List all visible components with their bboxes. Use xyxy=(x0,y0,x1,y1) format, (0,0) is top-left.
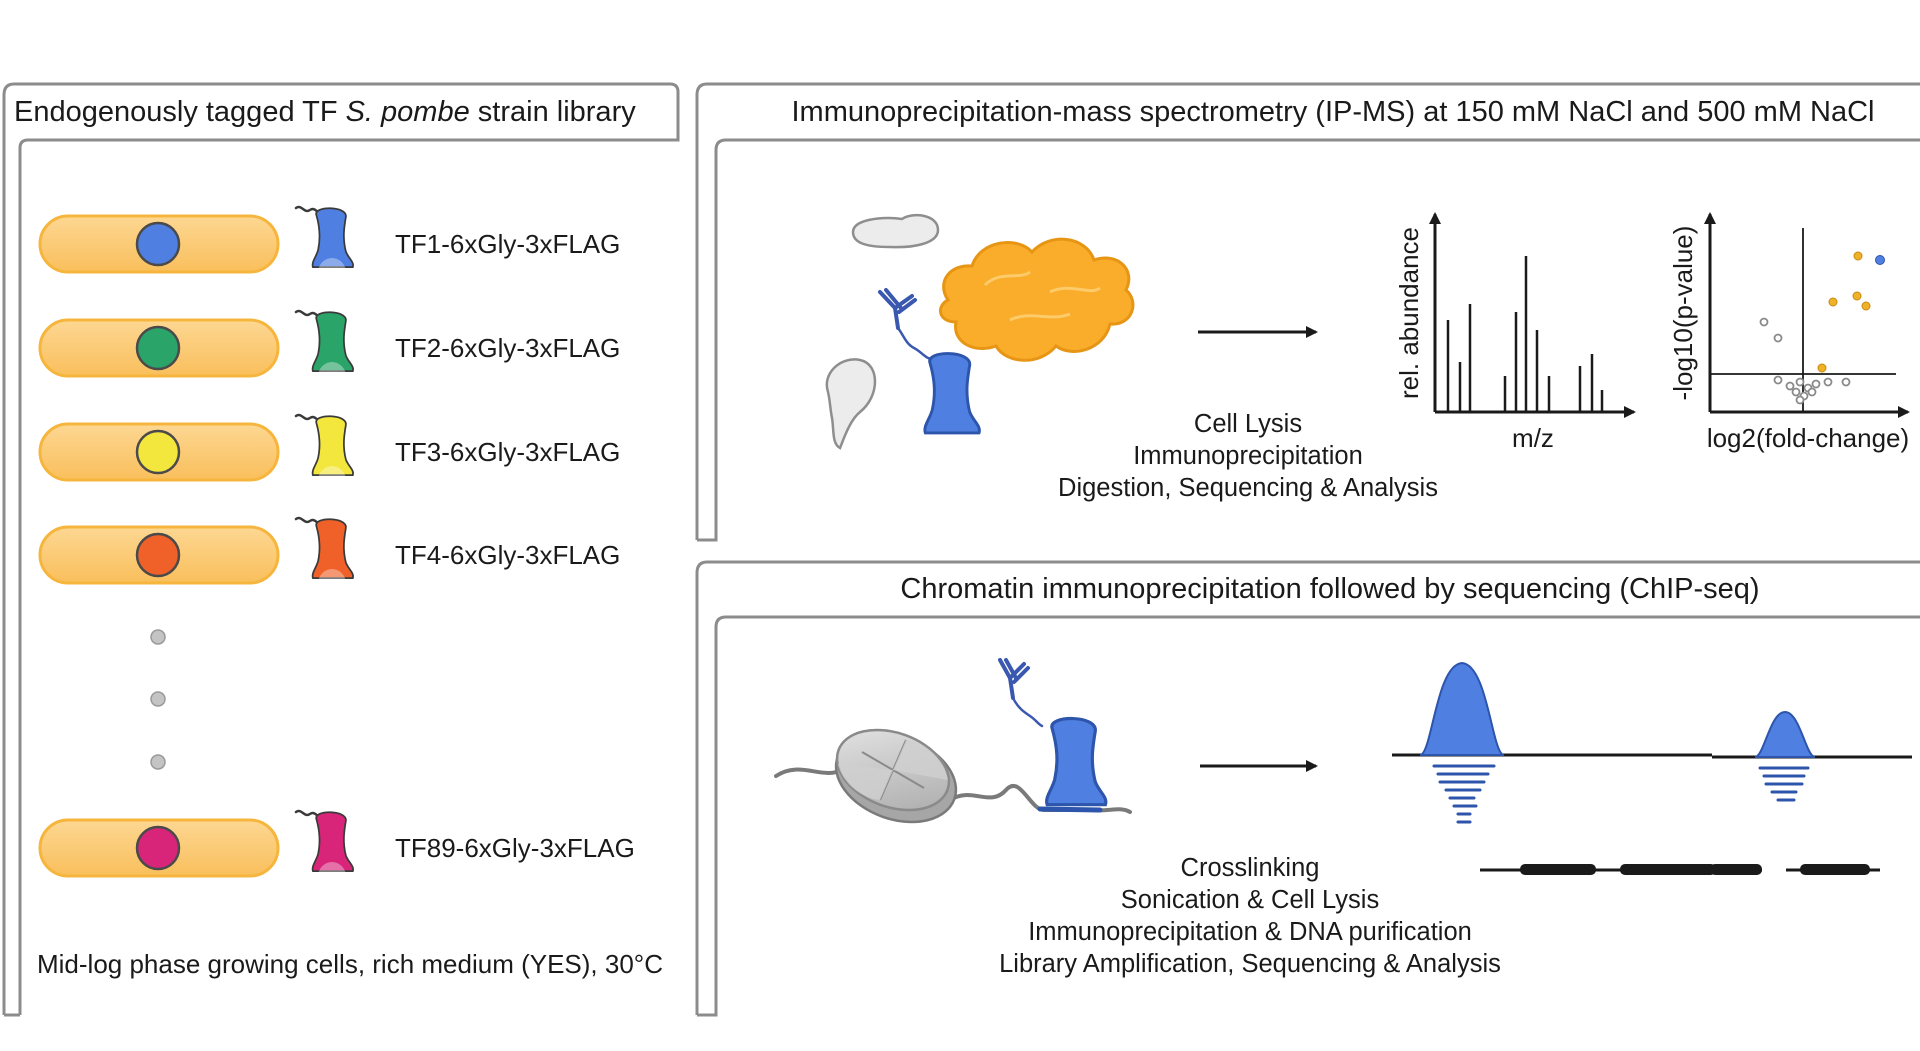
volcano-point xyxy=(1759,317,1769,327)
chip-panel-border xyxy=(695,560,1920,1017)
left-panel-title: Endogenously tagged TF S. pombe strain l… xyxy=(14,96,636,128)
ellipsis-dot xyxy=(150,629,166,645)
volcano-point xyxy=(1795,377,1805,387)
strain-row: TF1-6xGly-3xFLAG xyxy=(38,205,620,274)
cell-debris-icon xyxy=(851,213,940,249)
chip-steps: Crosslinking Sonication & Cell Lysis Imm… xyxy=(999,854,1501,978)
spectrum-y-label: rel. abundance xyxy=(1394,227,1424,399)
ellipsis-dot xyxy=(150,754,166,770)
ellipsis-dots xyxy=(150,629,166,770)
chip-step: Library Amplification, Sequencing & Anal… xyxy=(999,950,1501,978)
tf-protein-icon xyxy=(923,352,981,435)
strain-row: TF2-6xGly-3xFLAG xyxy=(38,309,620,378)
volcano-point xyxy=(1841,377,1851,387)
chip-panel: Chromatin immunoprecipitation followed b… xyxy=(695,560,1920,1017)
ipms-step: Immunoprecipitation xyxy=(1133,442,1363,470)
ellipsis-dot xyxy=(150,691,166,707)
strain-row: TF4-6xGly-3xFLAG xyxy=(38,516,620,585)
chip-peak xyxy=(1419,661,1505,756)
strain-row: TF89-6xGly-3xFLAG xyxy=(38,809,635,878)
volcano-point xyxy=(1773,375,1783,385)
strain-label: TF2-6xGly-3xFLAG xyxy=(395,333,620,363)
gene-annotation-track xyxy=(1480,864,1880,875)
ipms-panel: Immunoprecipitation-mass spectrometry (I… xyxy=(695,82,1920,542)
volcano-point xyxy=(1791,387,1801,397)
volcano-point xyxy=(1773,333,1783,343)
volcano-plot: log2(fold-change) -log10(p-value) xyxy=(1668,212,1910,453)
chip-peak xyxy=(1754,710,1816,758)
species-name: S. pombe xyxy=(346,96,470,128)
volcano-point xyxy=(1795,395,1805,405)
volcano-point-significant xyxy=(1853,251,1863,261)
tf-highlight xyxy=(318,862,346,874)
nucleus-icon xyxy=(135,429,181,475)
tf-highlight xyxy=(318,258,346,270)
left-panel-footer: Mid-log phase growing cells, rich medium… xyxy=(37,949,663,979)
tf-highlight xyxy=(318,569,346,581)
cell-debris-icon xyxy=(825,358,877,450)
tf-highlight xyxy=(318,362,346,374)
volcano-point xyxy=(1807,387,1817,397)
title-text: Endogenously tagged TF xyxy=(14,96,346,128)
gene-block xyxy=(1710,864,1762,875)
volcano-point xyxy=(1811,379,1821,389)
gene-block xyxy=(1800,864,1870,875)
strain-row: TF3-6xGly-3xFLAG xyxy=(38,413,620,482)
strain-list: TF1-6xGly-3xFLAG TF2-6xGly-3xFLAG TF3-6xGl… xyxy=(38,205,635,878)
volcano-point-significant xyxy=(1817,363,1827,373)
mass-spectrum-plot: m/z rel. abundance xyxy=(1394,212,1636,453)
volcano-point xyxy=(1823,377,1833,387)
chip-step: Crosslinking xyxy=(1181,854,1320,882)
tf-protein-icon xyxy=(1044,716,1108,807)
tf-highlight xyxy=(318,466,346,478)
ipms-panel-title: Immunoprecipitation-mass spectrometry (I… xyxy=(792,96,1875,128)
ipms-step: Digestion, Sequencing & Analysis xyxy=(1058,474,1438,502)
protein-complex-icon xyxy=(939,237,1135,362)
gene-block xyxy=(1520,864,1596,875)
gene-block xyxy=(1620,864,1716,875)
nucleus-icon xyxy=(135,825,181,871)
volcano-point-significant xyxy=(1852,291,1862,301)
strain-label: TF3-6xGly-3xFLAG xyxy=(395,437,620,467)
sequencing-reads xyxy=(1432,764,1810,824)
left-panel: Endogenously tagged TF S. pombe strain l… xyxy=(2,82,680,1017)
strain-label: TF89-6xGly-3xFLAG xyxy=(395,833,635,863)
antibody-icon xyxy=(878,288,936,362)
ipms-steps: Cell Lysis Immunoprecipitation Digestion… xyxy=(1058,410,1438,502)
volcano-x-label: log2(fold-change) xyxy=(1707,423,1909,453)
ipms-panel-border xyxy=(695,82,1920,542)
volcano-point-significant xyxy=(1861,301,1871,311)
volcano-y-label: -log10(p-value) xyxy=(1668,226,1698,401)
chip-step: Immunoprecipitation & DNA purification xyxy=(1028,918,1472,946)
chip-peak-track xyxy=(1392,661,1912,824)
strain-label: TF4-6xGly-3xFLAG xyxy=(395,540,620,570)
left-panel-border xyxy=(2,82,680,1015)
volcano-point-bait xyxy=(1875,255,1885,265)
nucleus-icon xyxy=(135,221,181,267)
chip-step: Sonication & Cell Lysis xyxy=(1121,886,1379,914)
title-text: strain library xyxy=(470,96,636,128)
spectrum-x-label: m/z xyxy=(1512,423,1554,453)
antibody-icon xyxy=(998,658,1044,728)
volcano-point xyxy=(1785,381,1795,391)
nucleosome-icon xyxy=(834,728,958,824)
ipms-step: Cell Lysis xyxy=(1194,410,1302,438)
tf-binding-site xyxy=(1037,806,1103,813)
strain-label: TF1-6xGly-3xFLAG xyxy=(395,229,620,259)
nucleus-icon xyxy=(135,532,181,578)
chip-panel-title: Chromatin immunoprecipitation followed b… xyxy=(900,573,1759,605)
nucleus-icon xyxy=(135,325,181,371)
volcano-point-significant xyxy=(1828,297,1838,307)
